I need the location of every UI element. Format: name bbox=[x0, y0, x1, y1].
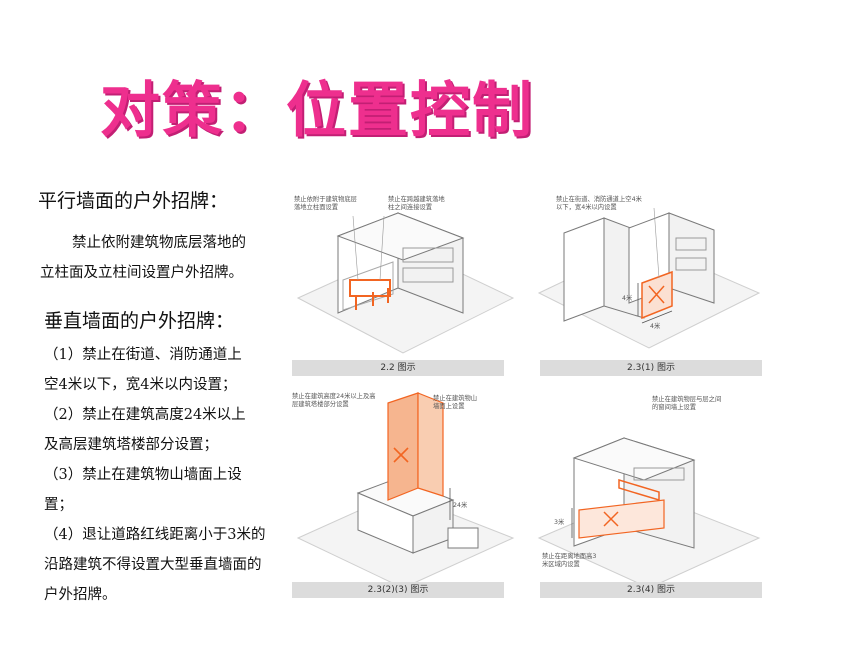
text-line: （4）退让道路红线距离小于3米的 bbox=[44, 527, 266, 543]
note: 禁止依附于建筑物底层 bbox=[294, 194, 357, 203]
text-line: 空4米以下，宽4米以内设置； bbox=[44, 377, 237, 393]
caption-2-2: 2.2 图示 bbox=[292, 360, 504, 376]
note: 柱之间连接设置 bbox=[388, 202, 432, 211]
text-line: 户外招牌。 bbox=[44, 587, 117, 603]
note: 落地立柱面设置 bbox=[294, 202, 338, 211]
diagram-2-3-2-3: 24米 禁止在建筑高度24米以上及高 层建筑塔楼部分设置 禁止在建筑物山 墙面上… bbox=[288, 388, 518, 589]
note: 禁止在跨越建筑落地 bbox=[388, 194, 445, 203]
note: 禁止在距离地面高3 bbox=[542, 551, 596, 560]
text-line: （3）禁止在建筑物山墙面上设置； bbox=[44, 467, 242, 513]
section-text-vertical: （1）禁止在街道、消防通道上 空4米以下，宽4米以内设置； （2）禁止在建筑高度… bbox=[44, 340, 269, 610]
note: 禁止在街道、消防通道上空4米 bbox=[556, 194, 643, 203]
page-title: 对策：位置控制 bbox=[100, 76, 534, 146]
dimension-label: 3米 bbox=[554, 517, 565, 526]
diagram-2-3-4: 3米 禁止在建筑物层与层之间 的窗间墙上设置 禁止在距离地面高3 米区域内设置 bbox=[534, 388, 764, 589]
diagram-illustration: 24米 禁止在建筑高度24米以上及高 层建筑塔楼部分设置 禁止在建筑物山 墙面上… bbox=[292, 391, 515, 589]
caption-2-3-2-3: 2.3(2)(3) 图示 bbox=[292, 582, 504, 598]
note: 的窗间墙上设置 bbox=[652, 402, 696, 411]
text-line: （1）禁止在街道、消防通道上 bbox=[44, 347, 242, 363]
section-text-parallel: 禁止依附建筑物底层落地的 立柱面及立柱间设置户外招牌。 bbox=[40, 228, 250, 288]
section-heading-vertical: 垂直墙面的户外招牌： bbox=[44, 310, 235, 332]
dimension-label: 24米 bbox=[453, 500, 468, 509]
note: 米区域内设置 bbox=[542, 559, 580, 568]
dimension-label: 4米 bbox=[650, 321, 661, 330]
note: 以下，宽4米以内设置 bbox=[556, 202, 617, 211]
diagram-2-2: 禁止依附于建筑物底层 落地立柱面设置 禁止在跨越建筑落地 柱之间连接设置 bbox=[288, 188, 518, 388]
caption-2-3-4: 2.3(4) 图示 bbox=[540, 582, 762, 598]
note: 墙面上设置 bbox=[433, 401, 464, 410]
text-line: 立柱面及立柱间设置户外招牌。 bbox=[40, 265, 243, 281]
diagram-illustration: 4米 4米 禁止在街道、消防通道上空4米 以下，宽4米以内设置 bbox=[537, 194, 761, 349]
note: 层建筑塔楼部分设置 bbox=[292, 399, 349, 408]
section-heading-parallel: 平行墙面的户外招牌： bbox=[38, 190, 229, 212]
diagram-illustration: 3米 禁止在建筑物层与层之间 的窗间墙上设置 禁止在距离地面高3 米区域内设置 bbox=[537, 394, 761, 589]
note: 禁止在建筑高度24米以上及高 bbox=[292, 391, 376, 400]
diagram-2-3-1: 4米 4米 禁止在街道、消防通道上空4米 以下，宽4米以内设置 bbox=[534, 188, 764, 388]
note: 禁止在建筑物山 bbox=[433, 393, 477, 402]
dimension-label: 4米 bbox=[622, 293, 633, 302]
text-line: （2）禁止在建筑高度24米以上 bbox=[44, 407, 246, 423]
note: 禁止在建筑物层与层之间 bbox=[652, 394, 721, 403]
text-line: 及高层建筑塔楼部分设置； bbox=[44, 437, 218, 453]
diagram-illustration: 禁止依附于建筑物底层 落地立柱面设置 禁止在跨越建筑落地 柱之间连接设置 bbox=[294, 194, 515, 354]
text-line: 禁止依附建筑物底层落地的 bbox=[72, 235, 246, 251]
caption-2-3-1: 2.3(1) 图示 bbox=[540, 360, 762, 376]
text-line: 沿路建筑不得设置大型垂直墙面的 bbox=[44, 557, 262, 573]
